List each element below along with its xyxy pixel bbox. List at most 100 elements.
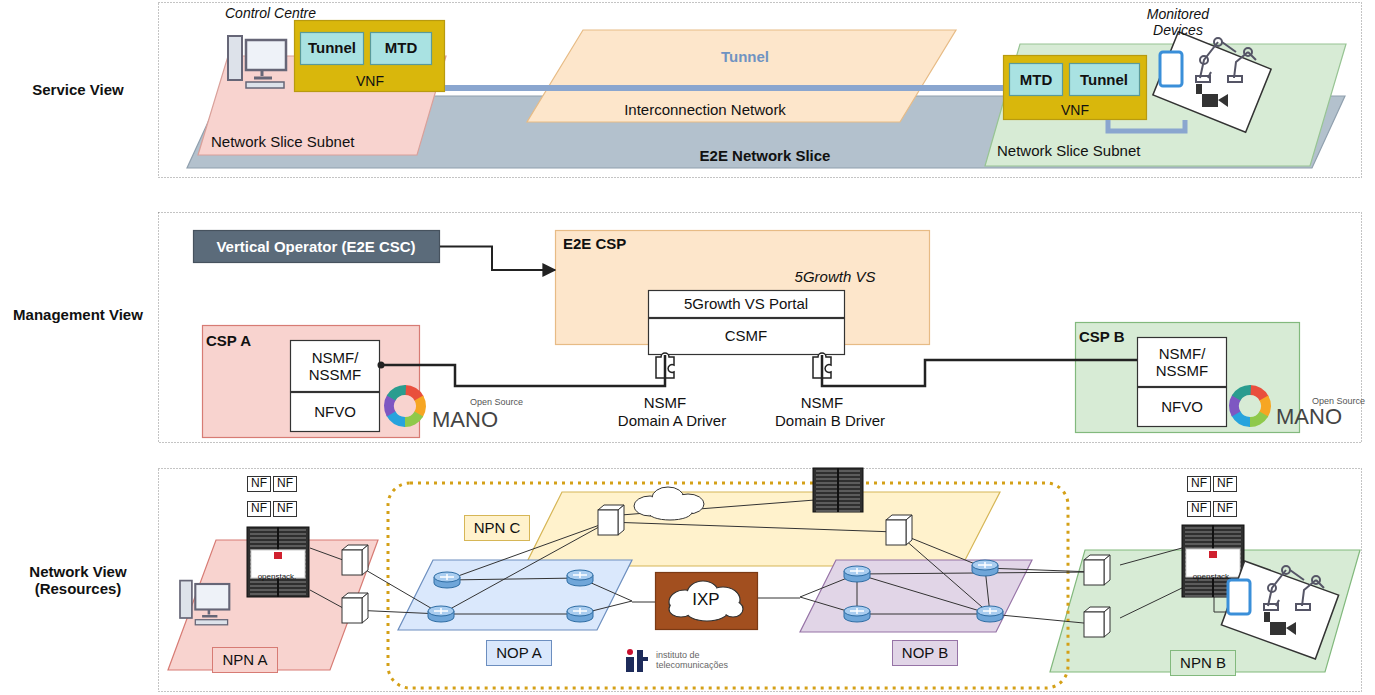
switch-cube <box>1084 555 1110 585</box>
text-holder: NPN B <box>1170 650 1236 675</box>
function-tag: NF <box>273 476 297 492</box>
function-tag: NF <box>247 476 271 492</box>
logo-text: instituto de telecomunicações <box>656 650 746 671</box>
text-holder: CSP B <box>1079 328 1125 346</box>
node-text: Network Slice Subnet <box>211 133 354 150</box>
function-box: NSMF/ NSSMF <box>290 340 380 392</box>
logo-text: MANO <box>432 407 498 432</box>
slice-subnet: TunnelMTDVNFNetwork Slice Subnet <box>198 56 446 155</box>
text-holder: Domain A Driver <box>618 412 726 430</box>
node-text: NOP B <box>892 640 958 665</box>
operator-box: Vertical Operator (E2E CSC) <box>193 230 440 263</box>
router-symbol <box>428 606 454 622</box>
switch-cube <box>342 545 368 575</box>
function-tag: NF <box>1187 501 1211 517</box>
vnf-box: MTDTunnelVNF <box>1003 55 1147 120</box>
text-holder: openstack. <box>1193 565 1232 583</box>
text-holder: 5Growth VS <box>795 268 876 286</box>
text-holder: E2E CSP <box>563 235 626 253</box>
function-tag: NF <box>1213 501 1237 517</box>
function-box: MTD <box>370 32 432 65</box>
text-holder: Network View (Resources) <box>8 563 148 598</box>
text-holder: Tunnel <box>1080 71 1128 89</box>
node-shape <box>525 492 1000 566</box>
node-text: MTD <box>385 39 418 56</box>
text-holder: Service View <box>8 81 148 98</box>
node-text: NSMF/ NSSMF <box>293 349 377 384</box>
node-text: CSMF <box>725 327 768 344</box>
node-text: 5Growth VS <box>795 268 876 285</box>
network-domain: NOP B <box>800 560 1032 632</box>
node-text: Tunnel <box>721 48 769 65</box>
text-holder: NSMF <box>644 394 687 412</box>
function-tag: NF <box>273 501 297 517</box>
text-holder: NF <box>247 473 271 492</box>
text-holder: openstack. <box>258 565 297 583</box>
function-box: CSMF <box>648 318 845 355</box>
node-text: NFVO <box>314 403 356 420</box>
text-holder: MTD <box>1020 71 1053 89</box>
node-text: Vertical Operator (E2E CSC) <box>216 238 415 255</box>
interconnection-band: TunnelInterconnection Network <box>527 30 956 122</box>
network-domain: NPN B <box>1050 550 1360 672</box>
wire <box>441 614 580 615</box>
server-rack <box>247 527 309 597</box>
node-text: VNF <box>356 73 384 89</box>
text-holder: VNF <box>356 72 384 90</box>
provider-box: NSMF/ NSSMF NFVO CSP A <box>202 325 420 438</box>
node-text: NPN C <box>464 515 531 540</box>
text-holder: MANO <box>1276 404 1342 429</box>
router-symbol <box>434 572 460 588</box>
text-holder: IXP <box>692 590 719 610</box>
node-text: NSMF/ NSSMF <box>1140 345 1224 380</box>
slice-band: TunnelMTDVNFNetwork Slice SubnetTunnelIn… <box>187 96 1345 168</box>
text-holder: NFVO <box>314 403 356 421</box>
text-holder: Management View <box>8 306 148 323</box>
wire <box>857 614 990 615</box>
switch-cube <box>342 593 368 623</box>
node-text: Interconnection Network <box>624 101 786 118</box>
driver-label: NSMF <box>644 394 687 411</box>
node-text: NFVO <box>1161 398 1203 415</box>
logo-text: Open Source <box>470 397 523 407</box>
function-box: 5Growth VS Portal <box>648 290 845 318</box>
exchange-box: IXP <box>655 572 758 630</box>
text-holder: Interconnection Network <box>624 101 786 119</box>
network-domain: NOP A <box>398 560 632 630</box>
text-holder: NF <box>273 498 297 517</box>
network-domain: NPN C <box>525 492 1000 566</box>
node-text: Network View (Resources) <box>8 563 148 598</box>
node-text: Tunnel <box>1080 71 1128 88</box>
text-holder: Vertical Operator (E2E CSC) <box>216 238 415 256</box>
switch-cube <box>886 515 912 545</box>
node-shape <box>800 560 1032 632</box>
logo-text: openstack. <box>1193 572 1232 581</box>
logo-text: openstack. <box>258 572 297 581</box>
driver-label: Domain A Driver <box>618 412 726 429</box>
function-tag: NF <box>1213 476 1237 492</box>
node-text: NPN A <box>212 647 277 672</box>
text-holder: Network Slice Subnet <box>211 133 354 151</box>
text-holder: NF <box>1187 498 1211 517</box>
figure-caption: Control Centre <box>225 5 316 21</box>
function-tag: NF <box>247 501 271 517</box>
router-symbol <box>567 606 593 622</box>
text-holder: Domain B Driver <box>775 412 885 430</box>
text-holder: CSMF <box>725 327 768 345</box>
node-text: Tunnel <box>308 39 356 56</box>
node-text: E2E CSP <box>563 235 626 252</box>
text-holder: NOP B <box>892 640 958 665</box>
server-rack <box>813 468 863 512</box>
text-holder: CSP A <box>206 332 251 350</box>
text-holder: instituto de telecomunicações <box>656 650 746 671</box>
text-holder: NSMF/ NSSMF <box>1140 345 1224 380</box>
router-symbol <box>977 606 1003 622</box>
text-holder: NF <box>1213 473 1237 492</box>
function-box: NSMF/ NSSMF <box>1137 337 1227 387</box>
router-symbol <box>844 566 870 582</box>
provider-box: NSMF/ NSSMF NFVO CSP B <box>1075 322 1300 433</box>
node-text: CSP A <box>206 332 251 349</box>
text-holder: Monitored Devices <box>1136 6 1220 38</box>
connector <box>445 85 1003 91</box>
text-holder: NFVO <box>1161 398 1203 416</box>
